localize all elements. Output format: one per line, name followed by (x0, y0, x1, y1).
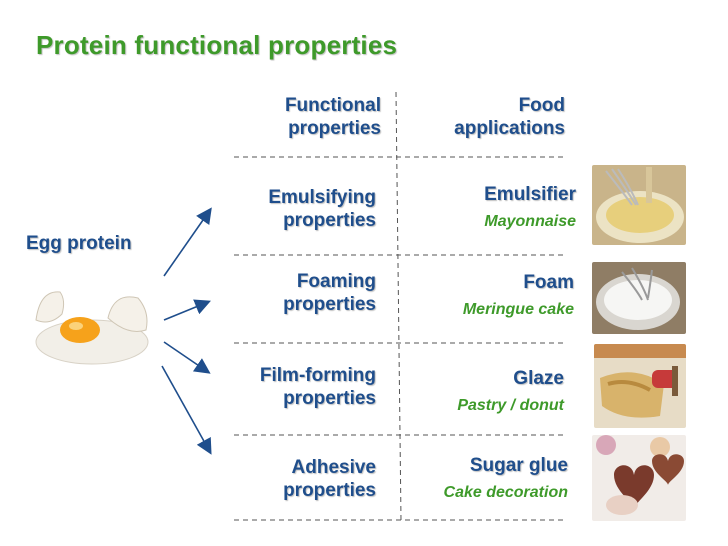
property-line: Foaming (296, 271, 376, 292)
egg-protein-label: Egg protein (26, 233, 132, 254)
example-mayonnaise: Mayonnaise (484, 213, 576, 230)
header-line: Food (518, 95, 565, 116)
property-adhesive: Adhesive properties (240, 456, 376, 502)
property-line: Emulsifying (268, 187, 376, 208)
application-foam: Foam (523, 272, 574, 293)
header-line: properties (288, 118, 381, 139)
example-meringue-cake: Meringue cake (462, 301, 574, 318)
property-line: properties (283, 480, 376, 501)
column-divider (395, 91, 402, 521)
arrow-to-adhesive (161, 365, 212, 455)
property-line: Film-forming (259, 365, 376, 386)
application-sugar-glue: Sugar glue (469, 455, 568, 476)
property-line: properties (283, 210, 376, 231)
functional-properties-header: Functional properties (268, 94, 381, 140)
arrow-to-film-forming (163, 341, 211, 374)
property-film-forming: Film-forming properties (236, 364, 376, 410)
glazed-pastry-photo (594, 344, 686, 428)
property-foaming: Foaming properties (240, 270, 376, 316)
food-applications-header: Food applications (430, 94, 565, 140)
application-emulsifier: Emulsifier (484, 184, 576, 205)
property-emulsifying: Emulsifying properties (240, 186, 376, 232)
cracked-egg-icon (35, 291, 149, 365)
property-line: properties (283, 294, 376, 315)
arrow-to-foaming (163, 299, 211, 321)
heart-cookies-photo (592, 435, 686, 521)
property-line: Adhesive (291, 457, 376, 478)
header-line: applications (454, 118, 565, 139)
property-line: properties (283, 388, 376, 409)
mayonnaise-photo (592, 165, 686, 245)
arrow-to-emulsifying (163, 207, 212, 277)
slide-title: Protein functional properties (36, 30, 398, 60)
meringue-photo (592, 262, 686, 334)
application-glaze: Glaze (513, 368, 564, 389)
example-cake-decoration: Cake decoration (443, 484, 568, 501)
example-pastry-donut: Pastry / donut (457, 397, 564, 414)
header-line: Functional (284, 95, 381, 116)
